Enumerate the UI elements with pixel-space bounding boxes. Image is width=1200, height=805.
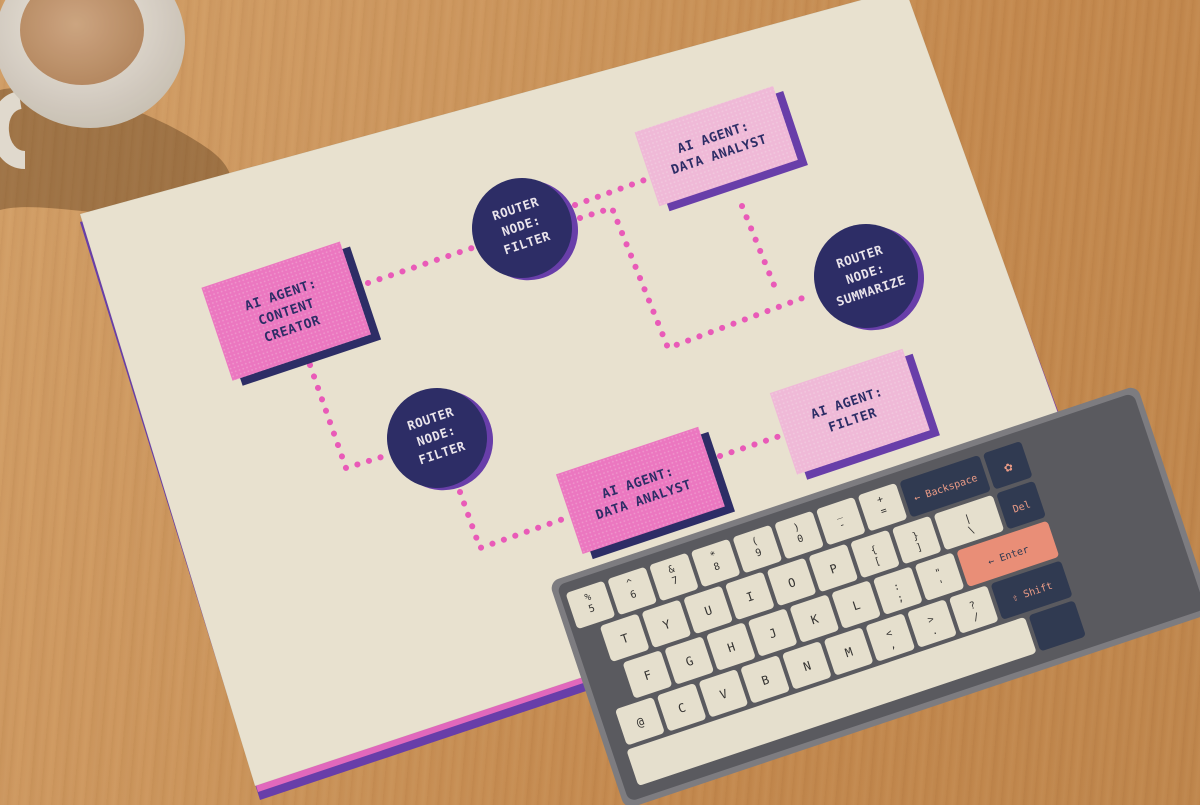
key-legend: "': [934, 567, 947, 591]
key-legend: N: [802, 659, 813, 675]
connectors: [307, 175, 811, 552]
key-legend: |\: [963, 513, 976, 537]
key-legend: M: [843, 645, 854, 661]
key-legend: _-: [834, 508, 848, 532]
connector-router-analyst: [572, 175, 653, 208]
node-ai-agent-filter: AI AGENT: FILTER: [769, 348, 940, 480]
key-legend: T: [619, 631, 630, 647]
key-row-bottom: @ C V B N M <, >. ?/ ⇧ Shift: [616, 561, 1072, 745]
key-legend: ?/: [968, 600, 981, 624]
key-legend: :;: [892, 581, 905, 605]
coffee-mug: [0, 0, 185, 169]
key-legend: Del: [1012, 499, 1033, 515]
key-enter: ← Enter: [957, 521, 1059, 587]
key-row-numbers: %5 ^6 &7 *8 (9 )0 _- +=: [566, 442, 1032, 629]
connector-analyst-filter: [717, 433, 783, 459]
key-legend: G: [684, 654, 695, 670]
key-legend: H: [726, 640, 737, 656]
space-bar: [627, 617, 1036, 786]
key-row-home: F G H J K L :; "' ← Enter: [623, 521, 1059, 698]
connector-analyst-summarize: [739, 203, 777, 288]
key-legend: C: [676, 700, 687, 716]
key-legend: U: [703, 603, 714, 619]
key-legend: &7: [667, 564, 680, 588]
key-legend: }]: [911, 531, 924, 555]
key-icon: ✿: [983, 442, 1032, 489]
connector-router2-analyst: [457, 489, 569, 552]
arrow-key: [1029, 601, 1085, 651]
key-legend: O: [786, 575, 797, 591]
key-legend: I: [745, 589, 756, 605]
key-legend: ^6: [625, 578, 638, 602]
coffee-surface: [20, 0, 144, 85]
key-del: Del: [997, 481, 1045, 529]
key-legend: >.: [926, 614, 939, 638]
key-shift: ⇧ Shift: [991, 561, 1072, 619]
connector-router-summarize: [577, 204, 811, 352]
key-row-space: [627, 601, 1085, 786]
key-legend: {[: [869, 545, 882, 569]
node-ai-agent-data-analyst-bottom: AI AGENT: DATA ANALYST: [555, 426, 735, 560]
keyboard: %5 ^6 &7 *8 (9 )0 _- +=: [551, 387, 1200, 805]
key-row-top: T Y U I O P {[ }] |\ Del: [600, 481, 1045, 662]
key-legend: L: [851, 598, 862, 614]
key-legend: *8: [709, 550, 722, 574]
node-router-filter-bottom: ROUTER NODE: FILTER: [387, 388, 494, 491]
node-ai-agent-content-creator: AI AGENT: CONTENT CREATOR: [201, 241, 382, 386]
key-legend: B: [760, 673, 771, 689]
key-legend: J: [767, 626, 778, 642]
key-legend: @: [635, 714, 646, 730]
node-router-filter-top: ROUTER NODE: FILTER: [472, 178, 579, 281]
key-legend: )0: [792, 522, 805, 546]
key-legend: +=: [876, 494, 889, 518]
key-legend: F: [642, 668, 653, 684]
node-router-summarize: ROUTER NODE: SUMMARIZE: [814, 224, 925, 331]
node-ai-agent-data-analyst-top: AI AGENT: DATA ANALYST: [634, 85, 808, 212]
key-backspace: ← Backspace: [900, 455, 990, 517]
key-legend: <,: [885, 628, 898, 652]
key-legend: (9: [750, 536, 763, 560]
key-legend: V: [718, 686, 729, 702]
key-legend: %5: [583, 592, 596, 616]
connector-creator-router2: [307, 362, 391, 472]
key-legend: P: [828, 561, 839, 577]
